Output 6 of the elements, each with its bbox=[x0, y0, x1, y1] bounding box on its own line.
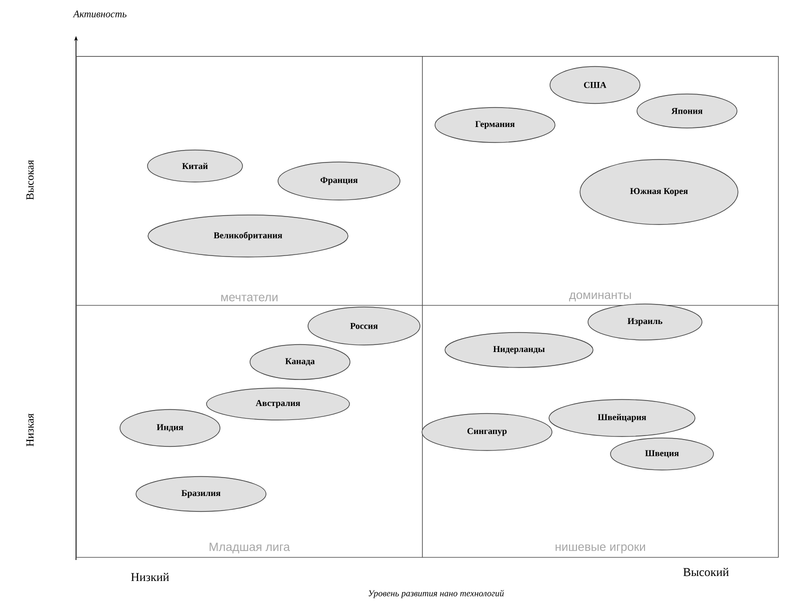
axis-title: Уровень развития нано технологий bbox=[368, 590, 504, 598]
axis-level: Низкая bbox=[26, 414, 34, 446]
axis-level: Высокая bbox=[26, 160, 34, 200]
axis-level: Высокий bbox=[683, 568, 729, 576]
axis-level: Низкий bbox=[131, 572, 169, 582]
axis-title: Активность bbox=[72, 10, 126, 18]
